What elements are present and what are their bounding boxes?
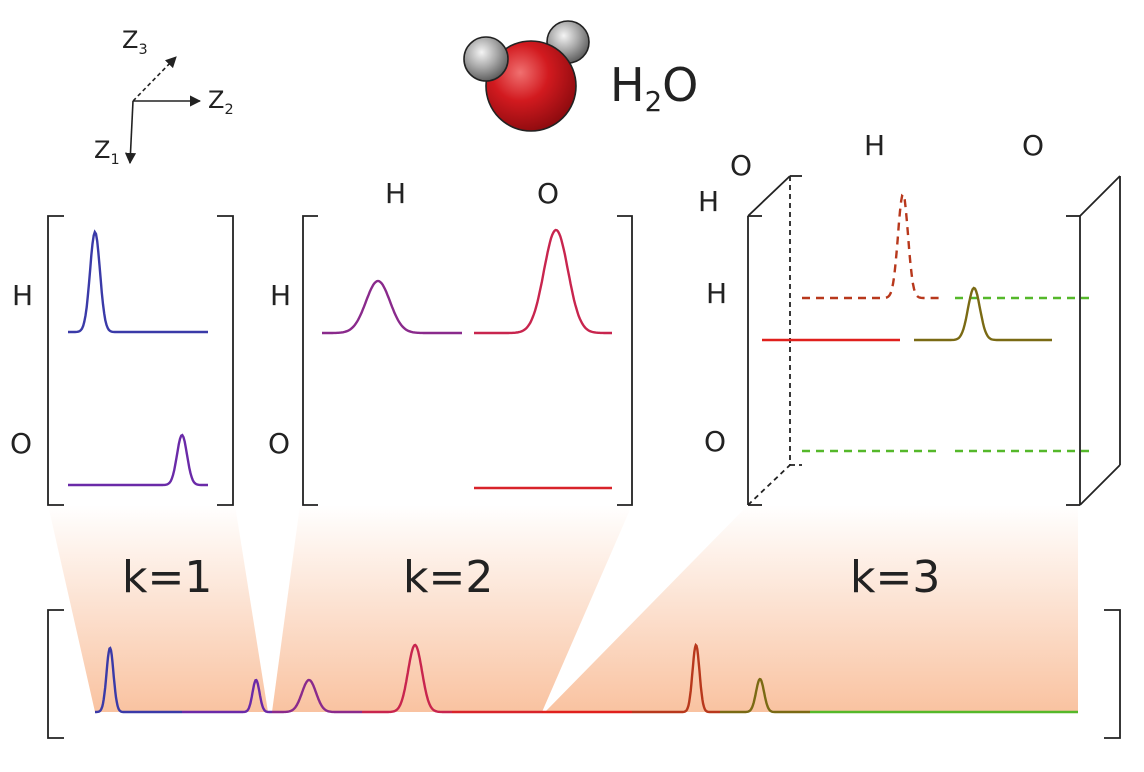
axis-z1-sub: 1 xyxy=(110,151,120,168)
matrix-k2-brackets xyxy=(302,215,633,506)
formula-sub: 2 xyxy=(644,85,663,119)
k1-row-label-h: H xyxy=(12,279,34,312)
molecule-formula: H2O xyxy=(610,62,698,116)
fade-k3 xyxy=(545,505,1078,712)
k1-label: k=1 xyxy=(122,552,213,603)
k3-col-label-o: O xyxy=(1022,129,1045,162)
bottom-seg-k1-oo xyxy=(182,678,272,714)
axis-z3-sub: 3 xyxy=(138,41,148,58)
k3-brown-dashed-curve xyxy=(802,192,942,300)
bottom-vector-brackets xyxy=(47,609,1121,739)
k3-row-label-o: O xyxy=(704,425,727,458)
bottom-seg-k2-hh xyxy=(272,678,362,714)
k1-hh-curve xyxy=(68,229,208,334)
fade-k2 xyxy=(272,505,632,712)
k3-row-label-h: H xyxy=(706,277,728,310)
axis-z1-main: Z xyxy=(94,136,111,164)
bottom-seg-k1-hh xyxy=(95,646,182,714)
k1-row-label-o: O xyxy=(10,427,33,460)
axis-z1-arrow xyxy=(124,100,137,165)
k2-col-label-o: O xyxy=(537,177,560,210)
curves xyxy=(68,192,1095,714)
formula-main: H xyxy=(610,58,645,112)
k2-hh-curve xyxy=(322,279,462,335)
axis-z2-sub: 2 xyxy=(224,101,234,118)
k2-row-label-o: O xyxy=(268,427,291,460)
bottom-seg-k3-olive xyxy=(720,677,810,714)
formula-tail: O xyxy=(662,58,699,112)
bottom-seg-k3-brown xyxy=(632,642,720,714)
bottom-seg-k2-ho xyxy=(362,643,452,714)
fade-k1 xyxy=(48,505,268,712)
axis-z3-main: Z xyxy=(122,26,139,54)
axis-z3-arrow xyxy=(132,56,177,102)
k2-row-label-h: H xyxy=(270,279,292,312)
k1-oo-curve xyxy=(68,433,208,487)
k3-depth-label-o: O xyxy=(730,149,753,182)
k3-depth-label-h: H xyxy=(698,185,720,218)
k2-label: k=2 xyxy=(403,552,494,603)
k3-col-label-h: H xyxy=(864,129,886,162)
axis-label-z2: Z2 xyxy=(208,88,234,117)
axis-triad xyxy=(124,56,202,165)
matrix-k1-brackets xyxy=(47,215,234,506)
projection-fades xyxy=(48,505,1078,712)
k3-olive-curve xyxy=(914,286,1052,342)
k2-ho-curve xyxy=(474,228,612,335)
tensor-k3-box xyxy=(747,175,1121,506)
k2-col-label-h: H xyxy=(385,177,407,210)
water-molecule-icon xyxy=(463,20,590,132)
axis-z2-main: Z xyxy=(208,86,225,114)
axis-label-z3: Z3 xyxy=(122,28,148,57)
k3-label: k=3 xyxy=(850,552,941,603)
axis-label-z1: Z1 xyxy=(94,138,120,167)
